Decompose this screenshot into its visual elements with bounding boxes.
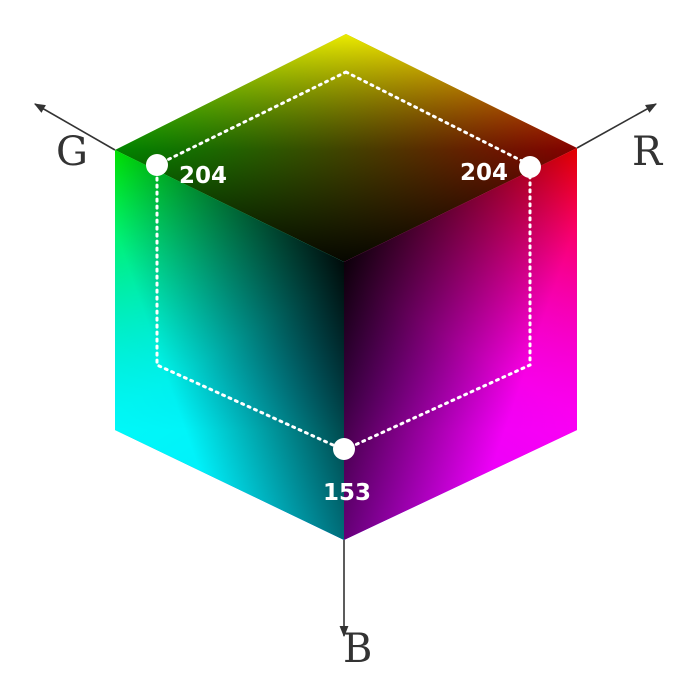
point-blue-marker [333, 438, 355, 460]
cube-right-face [344, 148, 577, 540]
point-red: 204 [460, 156, 541, 186]
cube-top-face [115, 34, 577, 262]
axis-g-label: G [56, 129, 88, 175]
cube-left-face [115, 150, 344, 540]
point-green-marker [146, 154, 168, 176]
axis-r-label: R [632, 129, 664, 175]
point-red-value: 204 [460, 160, 508, 186]
point-green-value: 204 [179, 163, 227, 189]
axis-b: B [339, 540, 372, 672]
axis-r: R [576, 103, 664, 175]
point-blue: 153 [323, 438, 371, 506]
axis-g-arrow [34, 103, 116, 151]
axis-g: G [34, 103, 116, 175]
axis-b-label: B [343, 626, 372, 672]
point-green: 204 [146, 154, 227, 189]
axis-r-arrow [576, 103, 657, 149]
point-red-marker [519, 156, 541, 178]
point-blue-value: 153 [323, 480, 371, 506]
